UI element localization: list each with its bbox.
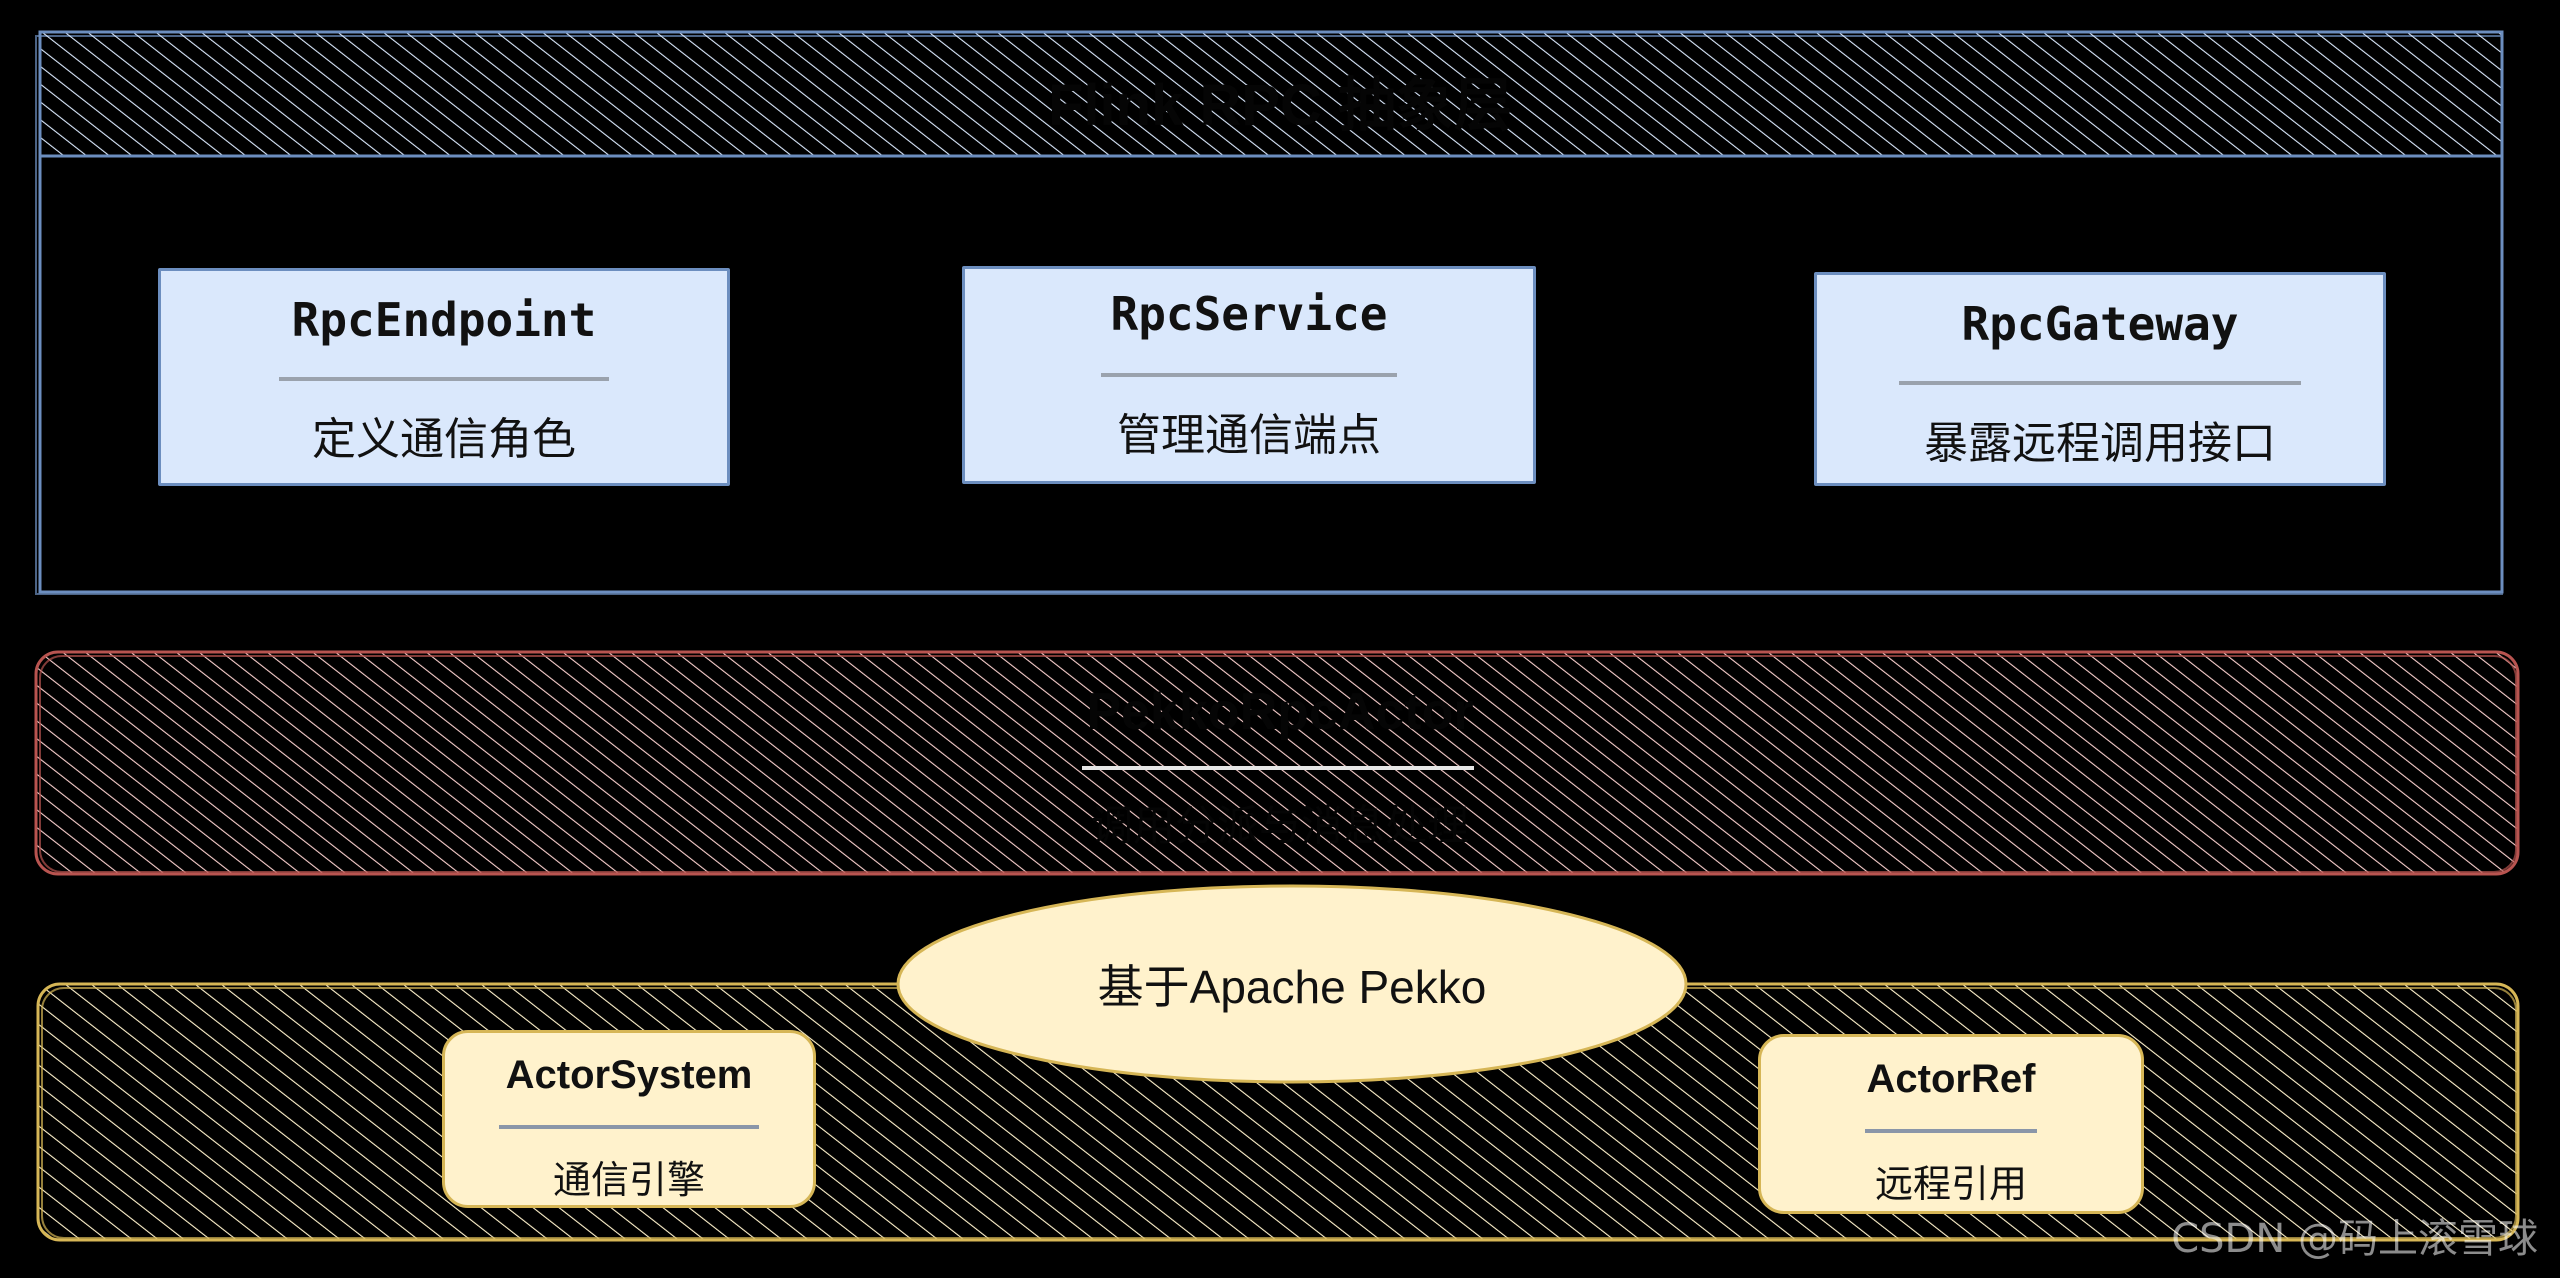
rpc-service-panel: RpcService 管理通信端点	[962, 266, 1536, 484]
top-layer-title-bar	[38, 30, 2504, 158]
actor-system-divider	[499, 1125, 759, 1129]
rpc-endpoint-title: RpcEndpoint	[291, 293, 597, 347]
middle-layer-title: PekkoRpcActor	[1086, 683, 1474, 741]
rpc-endpoint-desc: 定义通信角色	[312, 414, 576, 465]
pekko-badge-ellipse	[896, 884, 1688, 1084]
rpc-gateway-title: RpcGateway	[1961, 297, 2239, 351]
rpc-gateway-panel: RpcGateway 暴露远程调用接口	[1814, 272, 2386, 486]
rpc-service-desc: 管理通信端点	[1117, 410, 1381, 461]
actor-ref-panel: ActorRef 远程引用	[1758, 1034, 2144, 1214]
actor-system-panel: ActorSystem 通信引擎	[442, 1030, 816, 1208]
rpc-endpoint-panel: RpcEndpoint 定义通信角色	[158, 268, 730, 486]
middle-layer-desc: 调用分派与消息处理	[1090, 801, 1469, 850]
middle-layer-divider	[1082, 766, 1474, 770]
middle-layer-container	[34, 650, 2520, 876]
pekko-badge: 基于Apache Pekko	[898, 886, 1686, 1082]
actor-ref-title: ActorRef	[1866, 1057, 2036, 1101]
rpc-endpoint-divider	[279, 377, 609, 381]
rpc-service-title: RpcService	[1110, 287, 1388, 341]
top-layer-title: Flink RPC 抽象层	[1047, 73, 1513, 138]
csdn-watermark: CSDN @码上滚雪球	[2171, 1216, 2538, 1262]
actor-ref-divider	[1865, 1129, 2037, 1133]
rpc-service-divider	[1101, 373, 1397, 377]
actor-system-title: ActorSystem	[505, 1053, 753, 1097]
pekko-badge-label: 基于Apache Pekko	[1097, 961, 1487, 1013]
rpc-gateway-divider	[1899, 381, 2301, 385]
actor-ref-desc: 远程引用	[1874, 1162, 2027, 1206]
rpc-gateway-desc: 暴露远程调用接口	[1924, 418, 2276, 469]
actor-system-desc: 通信引擎	[552, 1158, 705, 1202]
